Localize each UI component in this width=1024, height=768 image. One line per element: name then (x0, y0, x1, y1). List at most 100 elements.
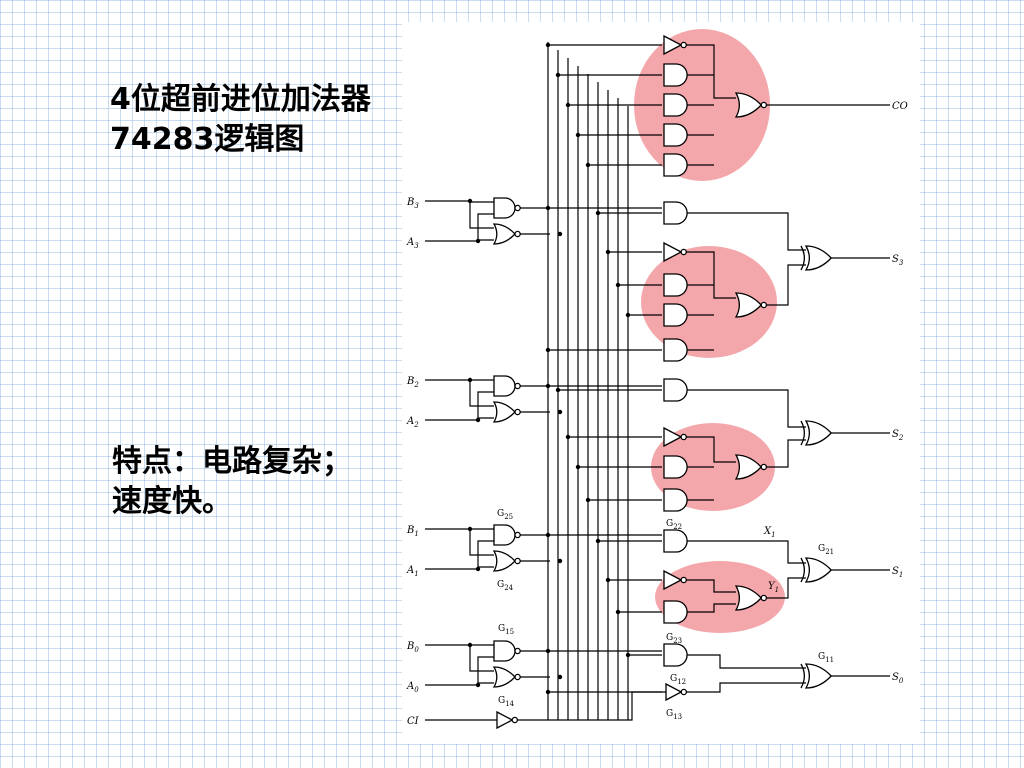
gate-label: G22 (666, 519, 682, 531)
wire (683, 436, 736, 463)
junction-dot (475, 417, 481, 423)
signal-label: Y1 (768, 581, 779, 594)
output-label: S3 (892, 254, 904, 267)
wire (477, 239, 494, 241)
and-gate (493, 640, 516, 662)
junctions (467, 42, 631, 695)
input-label: A3 (406, 237, 419, 250)
inverter-bubble (514, 204, 521, 212)
wire (477, 656, 494, 685)
gate-label: G23 (666, 633, 682, 645)
and-gate (663, 273, 688, 297)
buffer-gate (663, 34, 683, 56)
junction-dot (545, 648, 551, 654)
wire (766, 264, 806, 306)
inverter-bubble (514, 531, 521, 539)
inverter-bubble (514, 647, 521, 655)
output-label: CO (892, 101, 908, 112)
wire (477, 566, 494, 569)
junction-dot (625, 652, 631, 658)
wire (766, 439, 806, 468)
junction-dot (545, 689, 551, 695)
gates (492, 34, 833, 730)
junction-dot (467, 642, 473, 648)
and-gate (663, 93, 688, 117)
or-gate (734, 92, 763, 118)
junction-dot (467, 198, 473, 204)
xor-arc (800, 420, 806, 446)
junction-dot (565, 434, 571, 440)
junction-dot (475, 682, 481, 688)
junction-dot (585, 497, 591, 503)
and-gate (663, 378, 688, 402)
or-gate (734, 454, 763, 480)
junction-dot (545, 347, 551, 353)
gate-label: G15 (498, 624, 514, 636)
wire (766, 577, 806, 599)
inverter-bubble (680, 688, 688, 696)
junction-dot (585, 162, 591, 168)
and-gate (663, 63, 688, 87)
input-label: A2 (406, 416, 419, 429)
junction-dot (475, 566, 481, 572)
junction-dot (595, 210, 601, 216)
junction-dot (575, 132, 581, 138)
wire (683, 44, 736, 99)
inverter-bubble (760, 594, 768, 602)
or-gate (734, 292, 763, 318)
or-gate (492, 666, 516, 688)
junction-dot (555, 387, 561, 393)
junction-dot (615, 282, 621, 288)
inverter-bubble (760, 463, 768, 471)
carry-group-highlights (634, 29, 785, 633)
or-gate (804, 245, 833, 271)
wire (469, 201, 494, 203)
wire (517, 691, 666, 721)
or-gate (804, 557, 833, 583)
inverter-bubble (680, 248, 687, 256)
input-label: B1 (406, 525, 419, 538)
and-gate (663, 455, 688, 479)
slide-title: 4位超前进位加法器74283逻辑图 (110, 82, 371, 157)
wire (683, 251, 736, 299)
junction-dot (557, 409, 563, 415)
and-gate (663, 123, 688, 147)
junction-dot (557, 558, 563, 564)
wire (477, 391, 494, 420)
junction-dot (467, 526, 473, 532)
junction-dot (557, 231, 563, 237)
and-gate (493, 197, 516, 219)
inverter-bubble (514, 673, 521, 681)
highlight-ellipse (655, 561, 785, 633)
and-gate (663, 153, 688, 177)
and-gate (493, 524, 516, 546)
inverter-bubble (514, 230, 521, 238)
features-text: 特点：电路复杂；速度快。 (112, 444, 352, 519)
inverter-bubble (514, 408, 521, 416)
gate-label: G24 (497, 580, 514, 592)
gate-label: G11 (818, 652, 834, 664)
wires (425, 42, 890, 721)
wire (477, 417, 494, 420)
inverter-bubble (680, 576, 687, 584)
and-gate (493, 375, 516, 397)
junction-dot (545, 532, 551, 538)
or-gate (492, 223, 516, 245)
wire (469, 529, 494, 556)
buffer-gate (496, 710, 514, 730)
buffer-gate (663, 241, 683, 263)
junction-dot (475, 238, 481, 244)
wire (687, 603, 736, 613)
and-gate (663, 338, 688, 362)
junction-dot (605, 249, 611, 255)
or-gate (492, 550, 516, 572)
wire (687, 212, 806, 251)
junction-dot (615, 609, 621, 615)
wire (477, 540, 494, 569)
inverter-bubble (514, 557, 521, 565)
junction-dot (625, 312, 631, 318)
wire (477, 682, 494, 685)
wire (687, 540, 806, 564)
gate-label: G14 (498, 696, 515, 708)
